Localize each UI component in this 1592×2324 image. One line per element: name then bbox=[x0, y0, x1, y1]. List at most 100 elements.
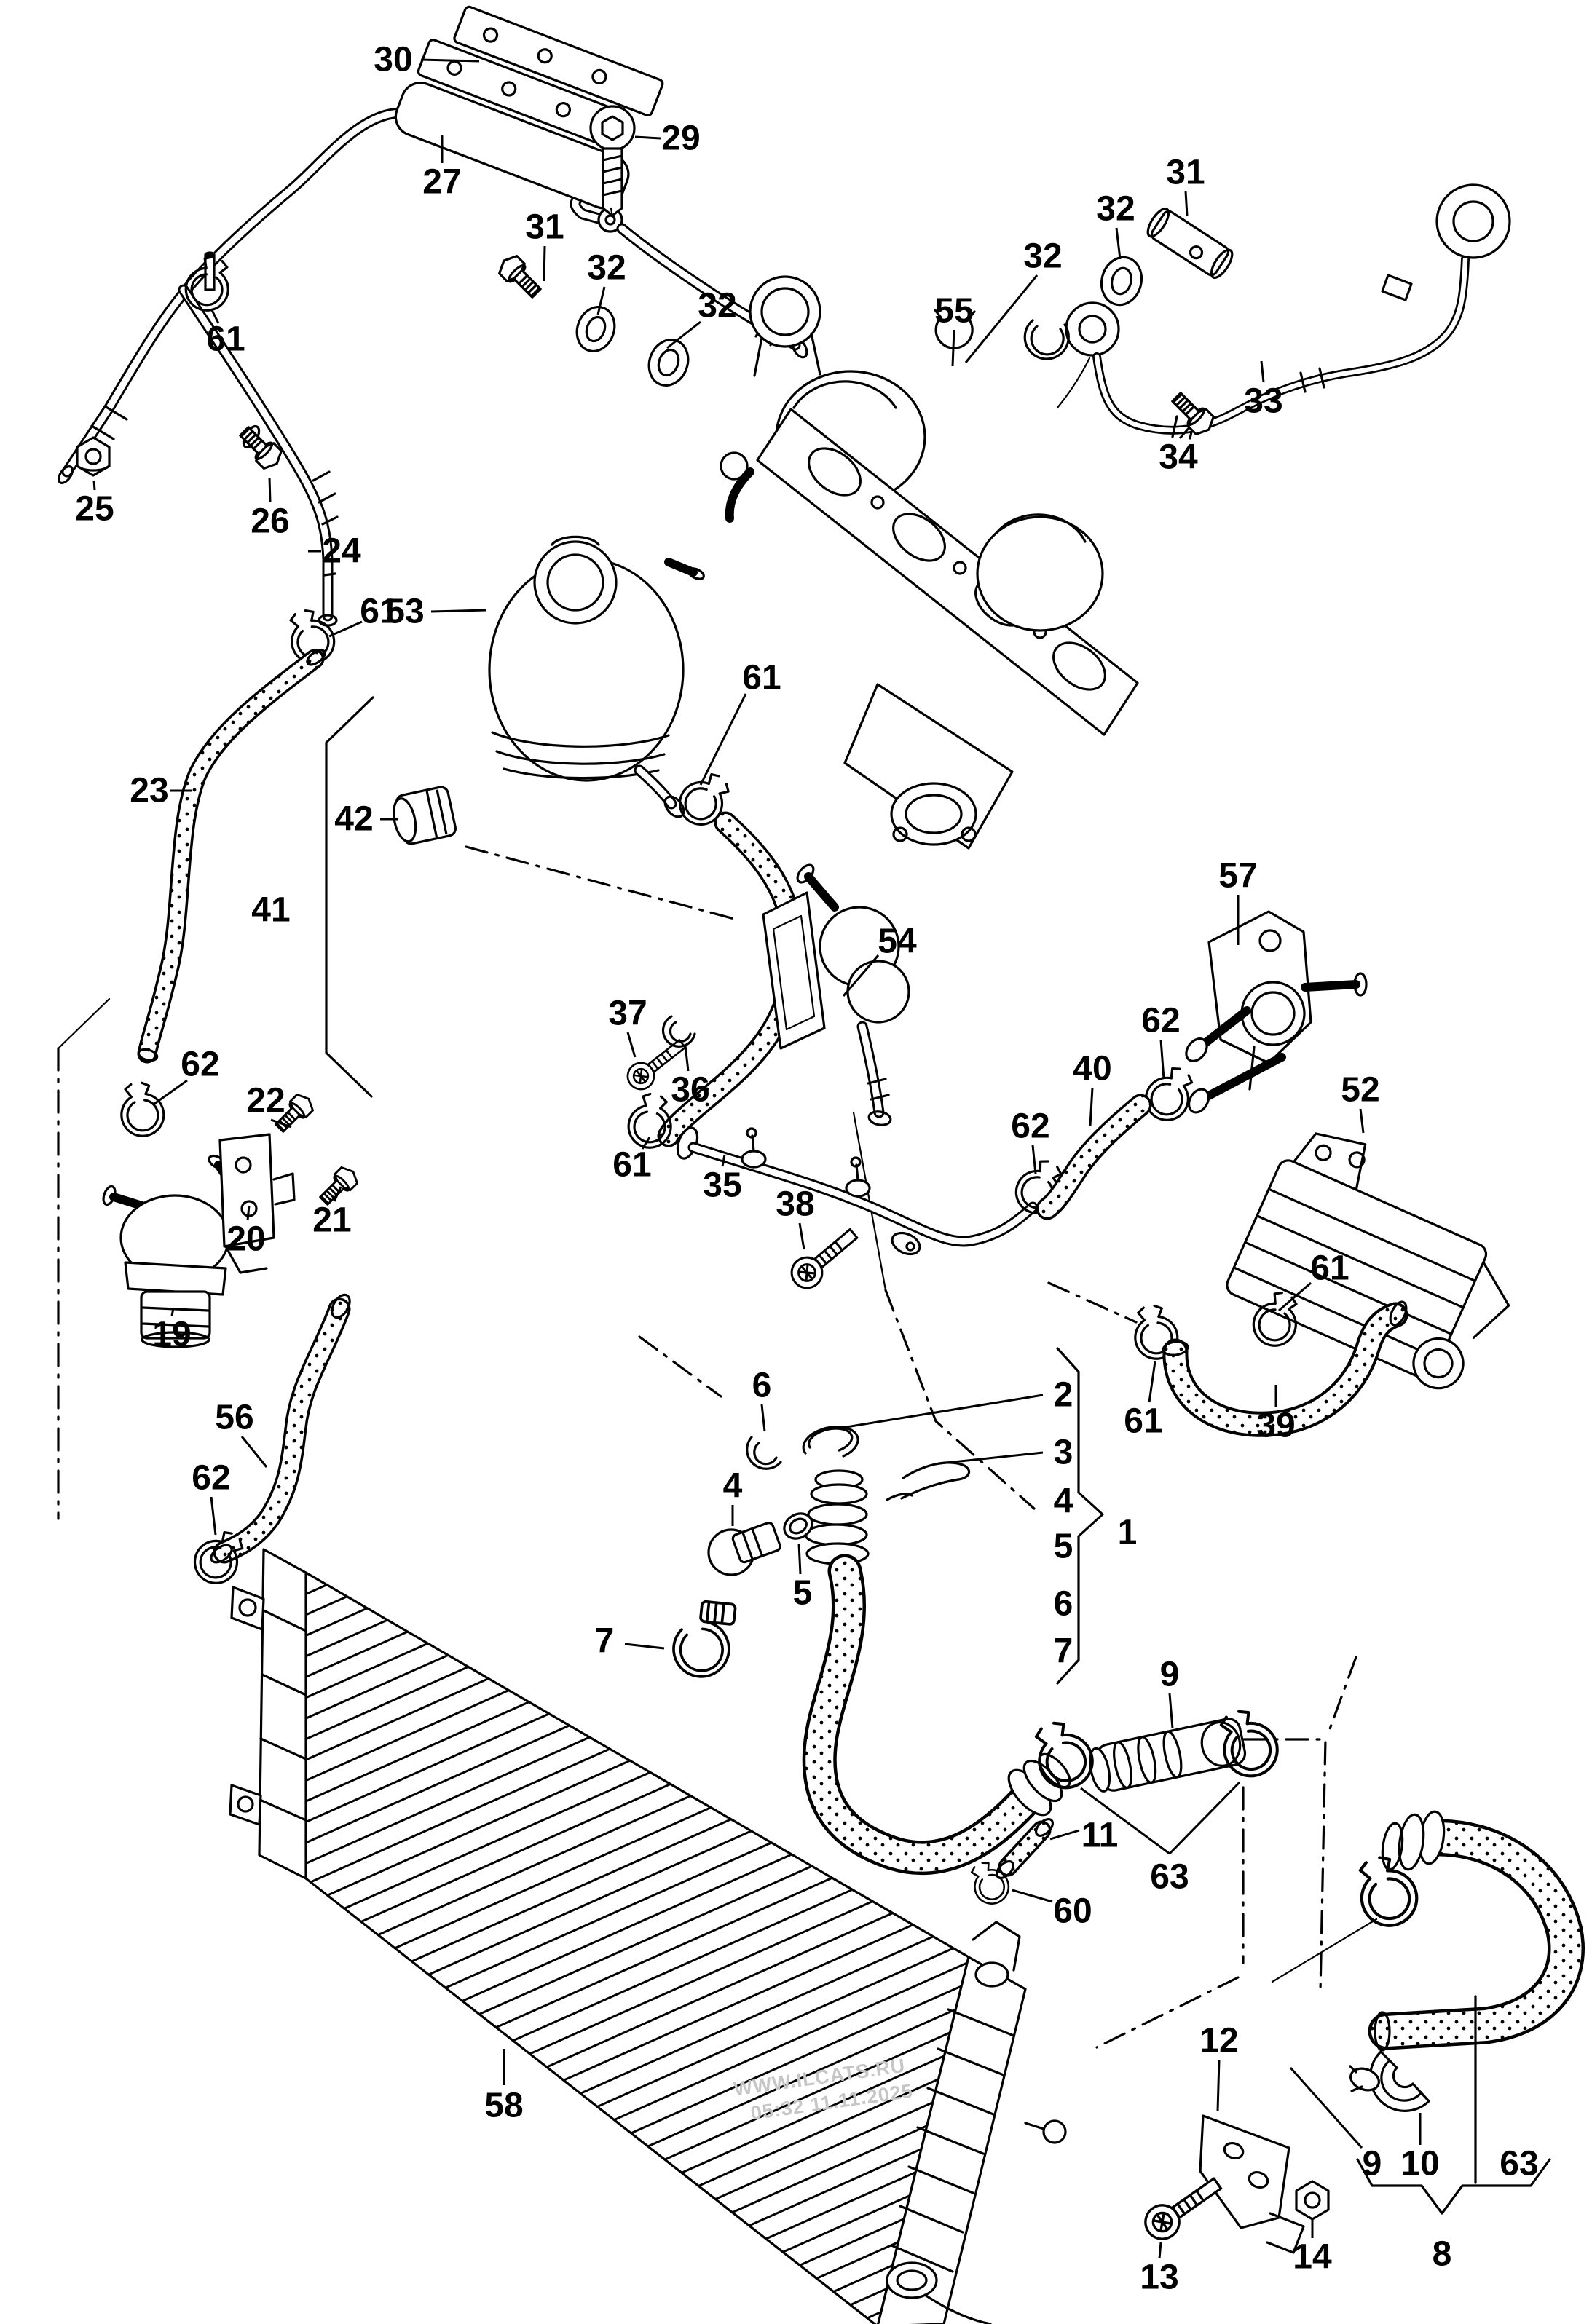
coolant-pipe-35 bbox=[676, 1126, 1039, 1256]
o-ring-5 bbox=[783, 1512, 813, 1540]
leader-61 bbox=[1148, 1361, 1156, 1403]
hose-assembly-1 bbox=[802, 1469, 1071, 1876]
callout-39: 39 bbox=[1256, 1407, 1295, 1445]
oil-pipe-33 bbox=[1056, 183, 1511, 440]
callout-12: 12 bbox=[1199, 2022, 1238, 2060]
leader-19 bbox=[170, 1308, 175, 1316]
callout-20: 20 bbox=[226, 1220, 265, 1259]
leader-9 bbox=[1289, 2067, 1363, 2149]
cap-42 bbox=[393, 786, 457, 845]
leader-32 bbox=[1115, 227, 1122, 260]
leader-61 bbox=[210, 308, 220, 324]
leader-52 bbox=[1359, 1108, 1365, 1134]
leader-32 bbox=[596, 286, 606, 315]
callout-33: 33 bbox=[1244, 382, 1282, 421]
leader-53 bbox=[430, 609, 487, 613]
callout-36: 36 bbox=[671, 1071, 709, 1110]
callout-1: 1 bbox=[1118, 1514, 1138, 1552]
callout-32: 32 bbox=[587, 249, 626, 288]
callout-24: 24 bbox=[322, 532, 361, 571]
leader-26 bbox=[268, 477, 272, 503]
leader-30 bbox=[420, 58, 480, 63]
callout-5: 5 bbox=[1054, 1527, 1073, 1566]
oil-cooler-52 bbox=[1226, 1132, 1510, 1390]
callout-40: 40 bbox=[1073, 1050, 1111, 1088]
group-brace-8 bbox=[1356, 2158, 1551, 2215]
turbocharger-55 bbox=[720, 275, 1139, 850]
callout-31: 31 bbox=[525, 208, 564, 247]
callout-13: 13 bbox=[1140, 2258, 1178, 2297]
leader-61 bbox=[699, 693, 747, 786]
callout-53: 53 bbox=[385, 593, 424, 631]
callout-11: 11 bbox=[1081, 1817, 1119, 1855]
callout-52: 52 bbox=[1341, 1071, 1379, 1110]
callout-57: 57 bbox=[1218, 857, 1257, 896]
callout-61: 61 bbox=[360, 593, 398, 631]
callout-31: 31 bbox=[1166, 154, 1205, 192]
seal-ring-32c bbox=[1023, 319, 1070, 360]
leader-62 bbox=[210, 1496, 217, 1536]
callout-4: 4 bbox=[723, 1467, 743, 1506]
leader-7 bbox=[624, 1643, 665, 1650]
group-bracket-1 bbox=[1056, 1347, 1104, 1685]
leader-29 bbox=[634, 135, 661, 140]
leader-37 bbox=[626, 1032, 637, 1058]
callout-62: 62 bbox=[181, 1046, 219, 1084]
clip-36 bbox=[661, 1015, 696, 1048]
callout-32: 32 bbox=[1023, 237, 1062, 276]
callout-19: 19 bbox=[152, 1316, 191, 1354]
callout-35: 35 bbox=[703, 1166, 741, 1205]
leader-34 bbox=[1178, 426, 1191, 439]
callout-58: 58 bbox=[484, 2087, 523, 2125]
leader-56 bbox=[240, 1436, 268, 1468]
nut-25 bbox=[76, 436, 111, 477]
callout-3: 3 bbox=[1054, 1434, 1073, 1472]
callout-9: 9 bbox=[1160, 1656, 1180, 1694]
callout-26: 26 bbox=[251, 502, 289, 541]
callout-6: 6 bbox=[752, 1367, 772, 1405]
callout-38: 38 bbox=[776, 1185, 814, 1224]
leader-22 bbox=[270, 1118, 292, 1129]
leader-33 bbox=[1260, 360, 1265, 383]
bracket-12 bbox=[1199, 2114, 1305, 2254]
hose-8 bbox=[1368, 1810, 1585, 2052]
coolant-reservoir-53 bbox=[488, 535, 705, 818]
leader-63 bbox=[1168, 1781, 1241, 1855]
leader-32 bbox=[666, 320, 701, 349]
callout-25: 25 bbox=[75, 490, 114, 529]
bracket-30 bbox=[394, 5, 664, 210]
leader-11 bbox=[1049, 1829, 1080, 1841]
callout-8: 8 bbox=[1433, 2235, 1452, 2274]
callout-2: 2 bbox=[1054, 1376, 1073, 1415]
callout-29: 29 bbox=[661, 119, 700, 158]
callout-55: 55 bbox=[934, 292, 973, 331]
bracket-20 bbox=[218, 1133, 296, 1274]
callout-61: 61 bbox=[1124, 1402, 1162, 1441]
callout-32: 32 bbox=[1096, 190, 1135, 229]
washer-32d bbox=[1100, 256, 1143, 307]
callout-32: 32 bbox=[698, 287, 736, 325]
callout-6: 6 bbox=[1054, 1585, 1073, 1624]
callout-21: 21 bbox=[312, 1201, 351, 1240]
hose-23 bbox=[137, 649, 326, 1064]
leader-60 bbox=[1012, 1889, 1053, 1903]
callout-54: 54 bbox=[878, 922, 917, 961]
hose-39 bbox=[1162, 1300, 1408, 1437]
leader-55 bbox=[951, 329, 955, 367]
leader-62 bbox=[154, 1079, 188, 1105]
callout-61: 61 bbox=[1310, 1249, 1349, 1288]
callout-30: 30 bbox=[374, 41, 412, 79]
callout-61: 61 bbox=[612, 1146, 651, 1185]
bracket-41 bbox=[325, 696, 374, 1098]
wire-clip-3 bbox=[886, 1461, 971, 1501]
leader-54 bbox=[842, 954, 880, 997]
callout-14: 14 bbox=[1293, 2238, 1332, 2277]
flange-57 bbox=[1185, 910, 1368, 1114]
callout-23: 23 bbox=[130, 772, 168, 810]
callout-37: 37 bbox=[608, 995, 647, 1033]
leader-2 bbox=[837, 1394, 1044, 1430]
callout-63: 63 bbox=[1150, 1858, 1189, 1897]
callout-10: 10 bbox=[1400, 2145, 1439, 2183]
